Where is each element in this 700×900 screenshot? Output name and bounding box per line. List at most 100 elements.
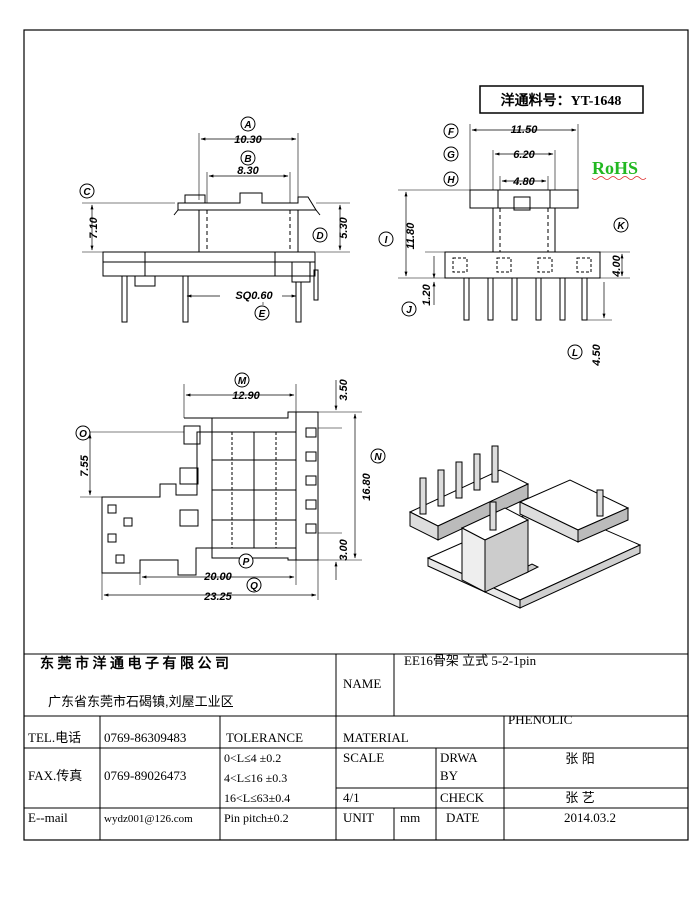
check-value: 张 艺: [565, 790, 595, 805]
tolerance-row-1: 0<L≤4 ±0.2: [224, 751, 281, 765]
marker-f: F: [443, 123, 459, 139]
isometric-view: [408, 445, 642, 609]
marker-a: A: [240, 116, 256, 132]
dim-h-value: 4.80: [512, 176, 535, 188]
dim-top-gap-value: 3.50: [338, 378, 350, 400]
name-label: NAME: [343, 676, 381, 691]
dim-d-value: 5.30: [338, 216, 350, 238]
name-value: EE16骨架 立式 5-2-1pin: [404, 653, 537, 668]
unit-value: mm: [400, 810, 420, 825]
side-base: [444, 251, 601, 279]
dim-c-value: 7.10: [88, 216, 100, 238]
marker-b: B: [240, 150, 256, 166]
side-pin: [511, 277, 518, 321]
email-value: wydz001@126.com: [104, 813, 193, 825]
marker-letter: O: [79, 429, 87, 440]
tolerance-row-3: 16<L≤63±0.4: [224, 791, 290, 805]
unit-label: UNIT: [343, 810, 374, 825]
dim-bottom-gap-value: 3.00: [338, 538, 350, 560]
dim-b-value: 8.30: [237, 165, 259, 177]
dimension-markers: A B C D E F G H I J K L M N O P Q: [75, 116, 629, 593]
date-label: DATE: [446, 810, 479, 825]
scale-value: 4/1: [343, 790, 360, 805]
title-block-text: 东 莞 市 洋 通 电 子 有 限 公 司 广东省东莞市石碣镇,刘屋工业区 NA…: [28, 653, 616, 825]
marker-letter: H: [447, 175, 455, 186]
plan-view-labels: 12.90 3.50 16.80 3.00 7.55 20.00 23.25: [79, 378, 373, 603]
front-view: [82, 133, 350, 323]
company-address: 广东省东莞市石碣镇,刘屋工业区: [48, 694, 234, 709]
marker-l: L: [567, 344, 583, 360]
front-pin: [182, 275, 189, 323]
check-label: CHECK: [440, 790, 485, 805]
front-view-labels: 10.30 8.30 7.10 5.30 SQ0.60: [88, 134, 350, 302]
iso-pins: [419, 445, 604, 531]
part-number: 洋通料号：YT-1648: [501, 92, 622, 109]
side-pin: [581, 277, 588, 321]
side-pin: [535, 277, 542, 321]
dim-l-value: 4.50: [591, 343, 603, 366]
tolerance-row-2: 4<L≤16 ±0.3: [224, 771, 287, 785]
material-label: MATERIAL: [343, 730, 409, 745]
marker-j: J: [401, 301, 417, 317]
side-pin: [463, 277, 470, 321]
tel-value: 0769-86309483: [104, 730, 186, 745]
dim-g-value: 6.20: [513, 149, 535, 161]
side-pin: [559, 277, 566, 321]
marker-letter: G: [447, 150, 455, 161]
marker-m: M: [234, 372, 250, 388]
marker-letter: C: [83, 187, 91, 198]
date-value: 2014.03.2: [564, 810, 616, 825]
front-pin: [121, 275, 128, 323]
rohs-mark: RoHS: [591, 158, 647, 180]
marker-letter: K: [617, 221, 625, 232]
dim-i-value: 11.80: [405, 222, 417, 250]
dim-f-value: 11.50: [511, 124, 539, 136]
marker-i: I: [378, 231, 394, 247]
marker-letter: I: [385, 235, 388, 246]
dim-p-value: 20.00: [203, 571, 232, 583]
marker-letter: L: [572, 348, 578, 359]
marker-k: K: [613, 217, 629, 233]
dim-m-value: 12.90: [232, 390, 260, 402]
marker-q: Q: [246, 577, 262, 593]
marker-letter: E: [259, 309, 266, 320]
company-name: 东 莞 市 洋 通 电 子 有 限 公 司: [40, 655, 229, 672]
fax-value: 0769-89026473: [104, 768, 186, 783]
marker-d: D: [312, 227, 328, 243]
dim-k-value: 4.00: [611, 254, 623, 277]
marker-letter: D: [316, 231, 323, 242]
dim-q-value: 23.25: [203, 591, 232, 603]
front-top-flange: [177, 192, 317, 211]
tolerance-label: TOLERANCE: [226, 730, 303, 745]
email-label: E--mail: [28, 810, 68, 825]
marker-p: P: [238, 553, 254, 569]
side-view-labels: 11.50 6.20 4.80 11.80 1.20 4.00 4.50: [405, 124, 623, 367]
marker-letter: F: [448, 127, 455, 138]
tel-label: TEL.电话: [28, 730, 81, 745]
dim-a-value: 10.30: [234, 134, 262, 146]
marker-letter: J: [406, 305, 412, 316]
marker-n: N: [370, 448, 386, 464]
marker-g: G: [443, 146, 459, 162]
drawn-label-2: BY: [440, 768, 459, 783]
dim-e-value: SQ0.60: [235, 290, 273, 302]
marker-letter: M: [238, 376, 247, 387]
marker-letter: Q: [250, 581, 258, 592]
marker-letter: A: [243, 120, 251, 131]
front-pin: [295, 281, 302, 323]
scale-label: SCALE: [343, 750, 384, 765]
plan-outline: [101, 411, 319, 576]
pin-pitch: Pin pitch±0.2: [224, 811, 289, 825]
marker-c: C: [79, 183, 95, 199]
side-view: [398, 124, 630, 321]
side-top-flange: [469, 189, 579, 209]
part-number-box: 洋通料号：YT-1648: [479, 85, 644, 114]
drawn-value: 张 阳: [565, 751, 595, 766]
side-pin: [487, 277, 494, 321]
sheet-border: [23, 29, 689, 841]
material-value: PHENOLIC: [508, 712, 572, 727]
dim-j-value: 1.20: [421, 283, 433, 305]
rohs-label: RoHS: [592, 158, 638, 178]
dim-o-value: 7.55: [79, 454, 91, 476]
